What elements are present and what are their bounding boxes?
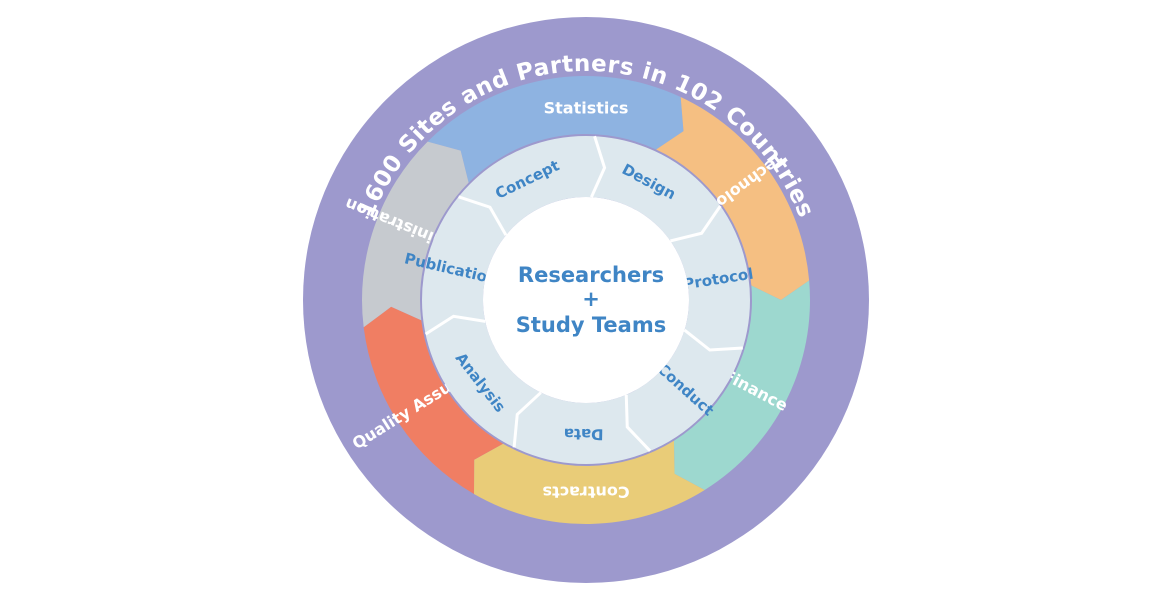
middle-label-statistics: Statistics <box>544 99 629 118</box>
middle-segment-contracts <box>474 440 705 524</box>
middle-segment-quality-assurance <box>363 306 503 494</box>
inner-divider <box>424 314 486 336</box>
middle-segment-technology <box>656 96 810 301</box>
inner-divider <box>590 135 607 198</box>
middle-segment-finance <box>673 280 811 490</box>
inner-ring-band <box>422 136 750 464</box>
center-label-line-3: Study Teams <box>516 313 666 337</box>
center-label-line-2: + <box>582 287 600 311</box>
center-label-line-1: Researchers <box>518 263 664 287</box>
inner-divider <box>683 328 743 352</box>
middle-label-contracts: Contracts <box>542 483 629 502</box>
middle-segment-statistics <box>427 76 684 183</box>
inner-label-data: Data <box>564 425 604 444</box>
inner-divider <box>624 394 652 452</box>
center-label: Researchers + Study Teams <box>516 263 666 337</box>
inner-divider <box>670 205 722 243</box>
inner-divider <box>512 391 542 448</box>
center-circle <box>483 197 689 403</box>
middle-segment-administration <box>362 141 469 328</box>
inner-divider <box>458 195 508 236</box>
